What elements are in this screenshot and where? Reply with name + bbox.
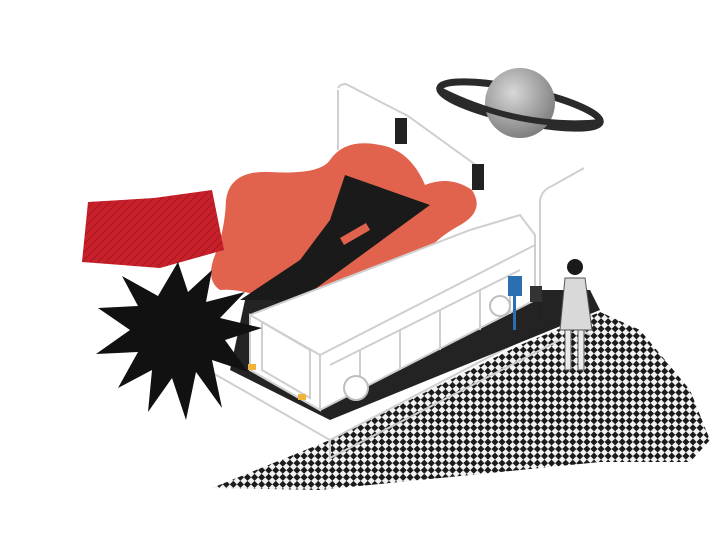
- bus-light-1: [248, 364, 256, 370]
- ticket-machine: [530, 286, 542, 302]
- bus-wheel-2: [489, 295, 511, 317]
- saturn: [436, 68, 604, 138]
- checkered-ground: [212, 312, 710, 490]
- bus: [249, 213, 536, 412]
- black-starburst: [96, 262, 262, 420]
- woman-figure: [559, 259, 593, 371]
- bus-wheel-1: [343, 375, 369, 401]
- street-lamp: [539, 167, 585, 320]
- traffic-light-1: [395, 118, 407, 144]
- bus-light-2: [298, 394, 306, 400]
- road-marking: [340, 223, 370, 245]
- red-crumpled-paper: [82, 190, 224, 268]
- bus-stop-sign: [508, 276, 522, 330]
- traffic-light-2: [472, 164, 484, 190]
- traffic-light-pole: [337, 82, 481, 169]
